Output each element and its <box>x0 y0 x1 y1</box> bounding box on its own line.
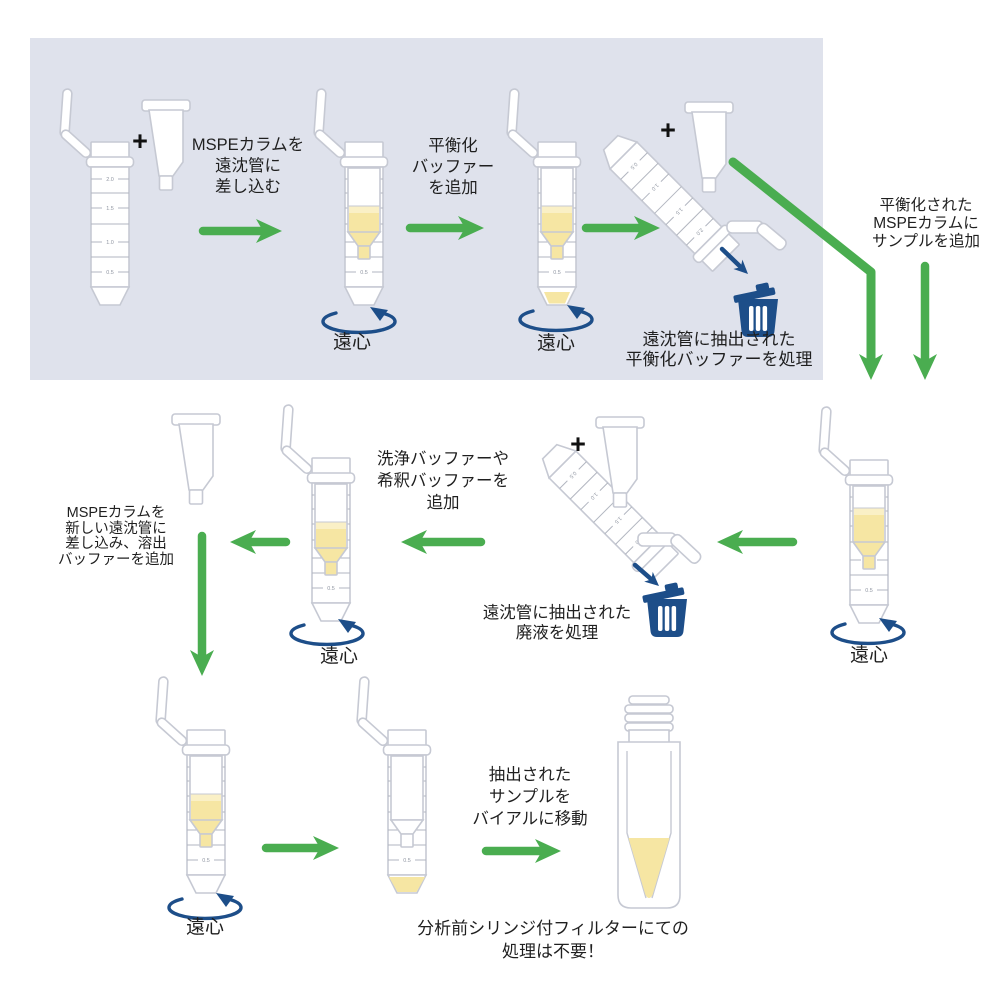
flow-arrow-8 <box>190 531 214 676</box>
spin-arrow-icon-4 <box>289 617 365 647</box>
disposal-arrow-2 <box>632 562 660 587</box>
svg-text:1.0: 1.0 <box>650 182 660 192</box>
centrifuge-label-4: 遠心 <box>319 646 358 667</box>
flow-arrow-5 <box>717 530 798 554</box>
svg-text:1.5: 1.5 <box>106 206 114 212</box>
dispose2-label: 遠沈管に抽出された 廃液を処理 <box>482 604 632 642</box>
centrifuge-label-2: 遠心 <box>536 333 575 354</box>
vial-icon <box>617 695 681 909</box>
svg-text:1.0: 1.0 <box>589 491 599 501</box>
centrifuge-label-5: 遠心 <box>185 917 224 938</box>
flow-arrow-6 <box>401 530 486 554</box>
centrifuge-tube-step7-eluate: 2.01.51.00.5 <box>356 676 432 894</box>
mspe-column-icon-3 <box>171 413 221 505</box>
step3-label: 平衡化された MSPEカラムに サンプルを追加 <box>871 197 981 250</box>
open-cap-pieces-1 <box>726 220 787 251</box>
svg-text:0.5: 0.5 <box>629 161 639 171</box>
svg-text:2.0: 2.0 <box>694 226 704 236</box>
step2-label: 平衡化 バッファー を追加 <box>411 137 495 197</box>
centrifuge-tube-step4-sample: 2.01.51.00.5 <box>818 406 894 624</box>
plus-sign-2: + <box>660 115 676 145</box>
centrifuge-tube-step1: 2.0 1.5 1.0 0.5 <box>59 88 135 306</box>
svg-text:0.5: 0.5 <box>568 470 578 480</box>
centrifuge-label-1: 遠心 <box>332 332 371 353</box>
disposal-arrow-1 <box>719 246 749 275</box>
centrifuge-tube-step5-wash: 2.01.51.00.5 <box>280 404 356 622</box>
centrifuge-tube-step3: 2.01.51.00.5 <box>506 88 582 306</box>
svg-text:0.5: 0.5 <box>106 270 114 276</box>
svg-text:0.5: 0.5 <box>553 270 561 276</box>
centrifuge-tube-discard2-tilted: 2.01.51.00.5 <box>541 443 679 581</box>
step1-label: MSPEカラムを 遠沈管に 差し込む <box>191 136 305 196</box>
flow-arrow-1 <box>198 219 282 243</box>
flow-arrow-bent-sample <box>728 157 883 380</box>
svg-text:0.5: 0.5 <box>403 858 411 864</box>
centrifuge-label-3: 遠心 <box>849 645 888 666</box>
svg-text:1.5: 1.5 <box>613 515 623 525</box>
plus-sign-3: + <box>570 429 586 459</box>
open-cap-pieces-2 <box>637 532 702 564</box>
spin-arrow-icon-5 <box>167 891 243 921</box>
flow-arrow-3 <box>581 216 660 240</box>
svg-text:0.5: 0.5 <box>865 588 873 594</box>
dispose1-label: 遠沈管に抽出された 平衡化バッファーを処理 <box>625 330 813 369</box>
svg-text:0.5: 0.5 <box>360 270 368 276</box>
note-label: 分析前シリンジ付フィルターにての 処理は不要！ <box>417 919 689 961</box>
centrifuge-tube-step6-elution: 2.01.51.00.5 <box>155 676 231 894</box>
flow-arrow-9 <box>261 836 339 860</box>
step4-label: 洗浄バッファーや 希釈バッファーを 追加 <box>377 450 509 512</box>
centrifuge-tube-step2: 2.01.51.00.5 <box>313 88 389 306</box>
flow-arrow-10 <box>481 839 561 863</box>
vial-liquid <box>628 838 670 898</box>
svg-text:2.0: 2.0 <box>106 177 114 183</box>
step6-label: 抽出された サンプルを バイアルに移動 <box>472 766 588 828</box>
flow-arrow-7 <box>230 530 291 554</box>
step5-label: MSPEカラムを 新しい遠沈管に 差し込み、溶出 バッファーを追加 <box>58 505 174 568</box>
flow-arrow-2 <box>405 216 484 240</box>
svg-text:1.0: 1.0 <box>106 240 114 246</box>
flow-arrow-4 <box>913 261 937 380</box>
plus-sign-1: + <box>132 126 148 156</box>
svg-text:1.5: 1.5 <box>674 206 684 216</box>
svg-text:0.5: 0.5 <box>202 858 210 864</box>
centrifuge-tube-discard1-tilted: 2.0 1.5 1.0 0.5 <box>602 134 740 272</box>
svg-text:0.5: 0.5 <box>327 586 335 592</box>
